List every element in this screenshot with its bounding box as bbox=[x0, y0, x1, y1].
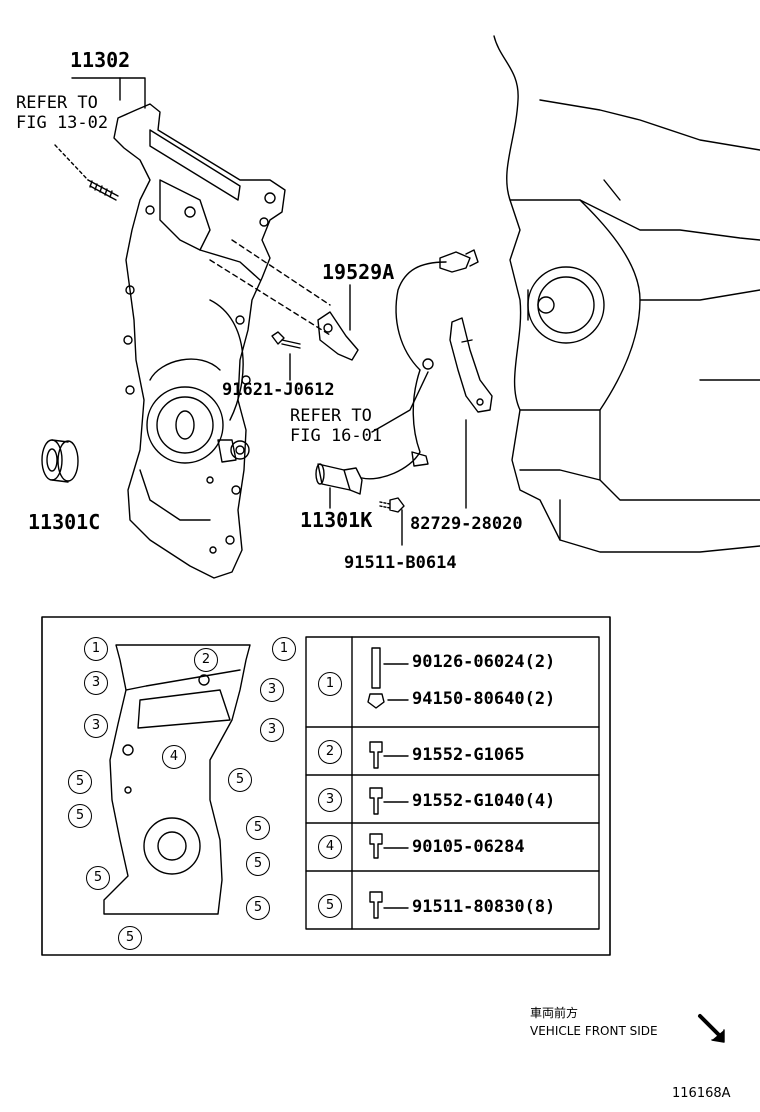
figure-id: 116168A bbox=[672, 1086, 731, 1101]
vehicle-front-arrow bbox=[698, 1014, 725, 1043]
callout-3: 3 bbox=[84, 671, 108, 695]
callout-1: 1 bbox=[272, 637, 296, 661]
legend-key-2: 2 bbox=[318, 740, 342, 764]
callout-4: 4 bbox=[162, 745, 186, 769]
label-oil-seal: 11301C bbox=[28, 510, 101, 534]
callout-2: 2 bbox=[194, 648, 218, 672]
legend-key-1: 1 bbox=[318, 672, 342, 696]
crank-sensor-drawing bbox=[315, 463, 363, 495]
legend-key-3: 3 bbox=[318, 788, 342, 812]
legend-part-5: 91511-80830(8) bbox=[412, 897, 556, 917]
legend-part-1a: 90126-06024(2) bbox=[412, 652, 556, 672]
legend-box bbox=[41, 616, 611, 956]
label-refer-fig-16: REFER TO FIG 16-01 bbox=[290, 406, 383, 446]
callout-3: 3 bbox=[260, 678, 284, 702]
callout-5: 5 bbox=[246, 896, 270, 920]
legend-bolt-icons bbox=[367, 647, 385, 919]
bolt-sensor-drawing bbox=[379, 497, 405, 546]
clamp-drawing bbox=[449, 317, 493, 413]
callout-5: 5 bbox=[246, 816, 270, 840]
callout-3: 3 bbox=[260, 718, 284, 742]
sensor-wire-drawing bbox=[361, 249, 479, 480]
label-bracket: 19529A bbox=[322, 260, 395, 284]
callout-3: 3 bbox=[84, 714, 108, 738]
legend-key-5: 5 bbox=[318, 894, 342, 918]
bracket-drawing bbox=[317, 311, 359, 361]
callout-5: 5 bbox=[228, 768, 252, 792]
leader-11302 bbox=[71, 77, 146, 109]
stud-drawing bbox=[87, 179, 119, 201]
legend-key-4: 4 bbox=[318, 835, 342, 859]
callout-5: 5 bbox=[118, 926, 142, 950]
callout-5: 5 bbox=[86, 866, 110, 890]
oil-seal-drawing bbox=[41, 439, 79, 483]
label-clamp: 82729-28020 bbox=[410, 514, 523, 534]
legend-part-3: 91552-G1040(4) bbox=[412, 791, 556, 811]
engine-block-drawing bbox=[493, 35, 760, 553]
callout-5: 5 bbox=[68, 770, 92, 794]
vehicle-front-jp: 車両前方 bbox=[530, 1006, 579, 1020]
callout-5: 5 bbox=[68, 804, 92, 828]
callout-1: 1 bbox=[84, 637, 108, 661]
label-cover: 11302 bbox=[70, 48, 131, 72]
label-crank-sensor: 11301K bbox=[300, 508, 373, 532]
bolt-bracket-drawing bbox=[271, 331, 301, 349]
callout-5: 5 bbox=[246, 852, 270, 876]
label-bolt-bracket: 91621-J0612 bbox=[222, 380, 335, 400]
legend-part-2: 91552-G1065 bbox=[412, 745, 525, 765]
legend-table bbox=[305, 636, 600, 930]
legend-part-1b: 94150-80640(2) bbox=[412, 689, 556, 709]
timing-cover-drawing bbox=[113, 103, 286, 579]
label-bolt-sensor: 91511-B0614 bbox=[344, 553, 457, 573]
vehicle-front-en: VEHICLE FRONT SIDE bbox=[530, 1024, 658, 1038]
legend-part-4: 90105-06284 bbox=[412, 837, 525, 857]
legend-cover-drawing bbox=[103, 644, 251, 915]
label-refer-fig-13: REFER TO FIG 13-02 bbox=[16, 93, 109, 133]
